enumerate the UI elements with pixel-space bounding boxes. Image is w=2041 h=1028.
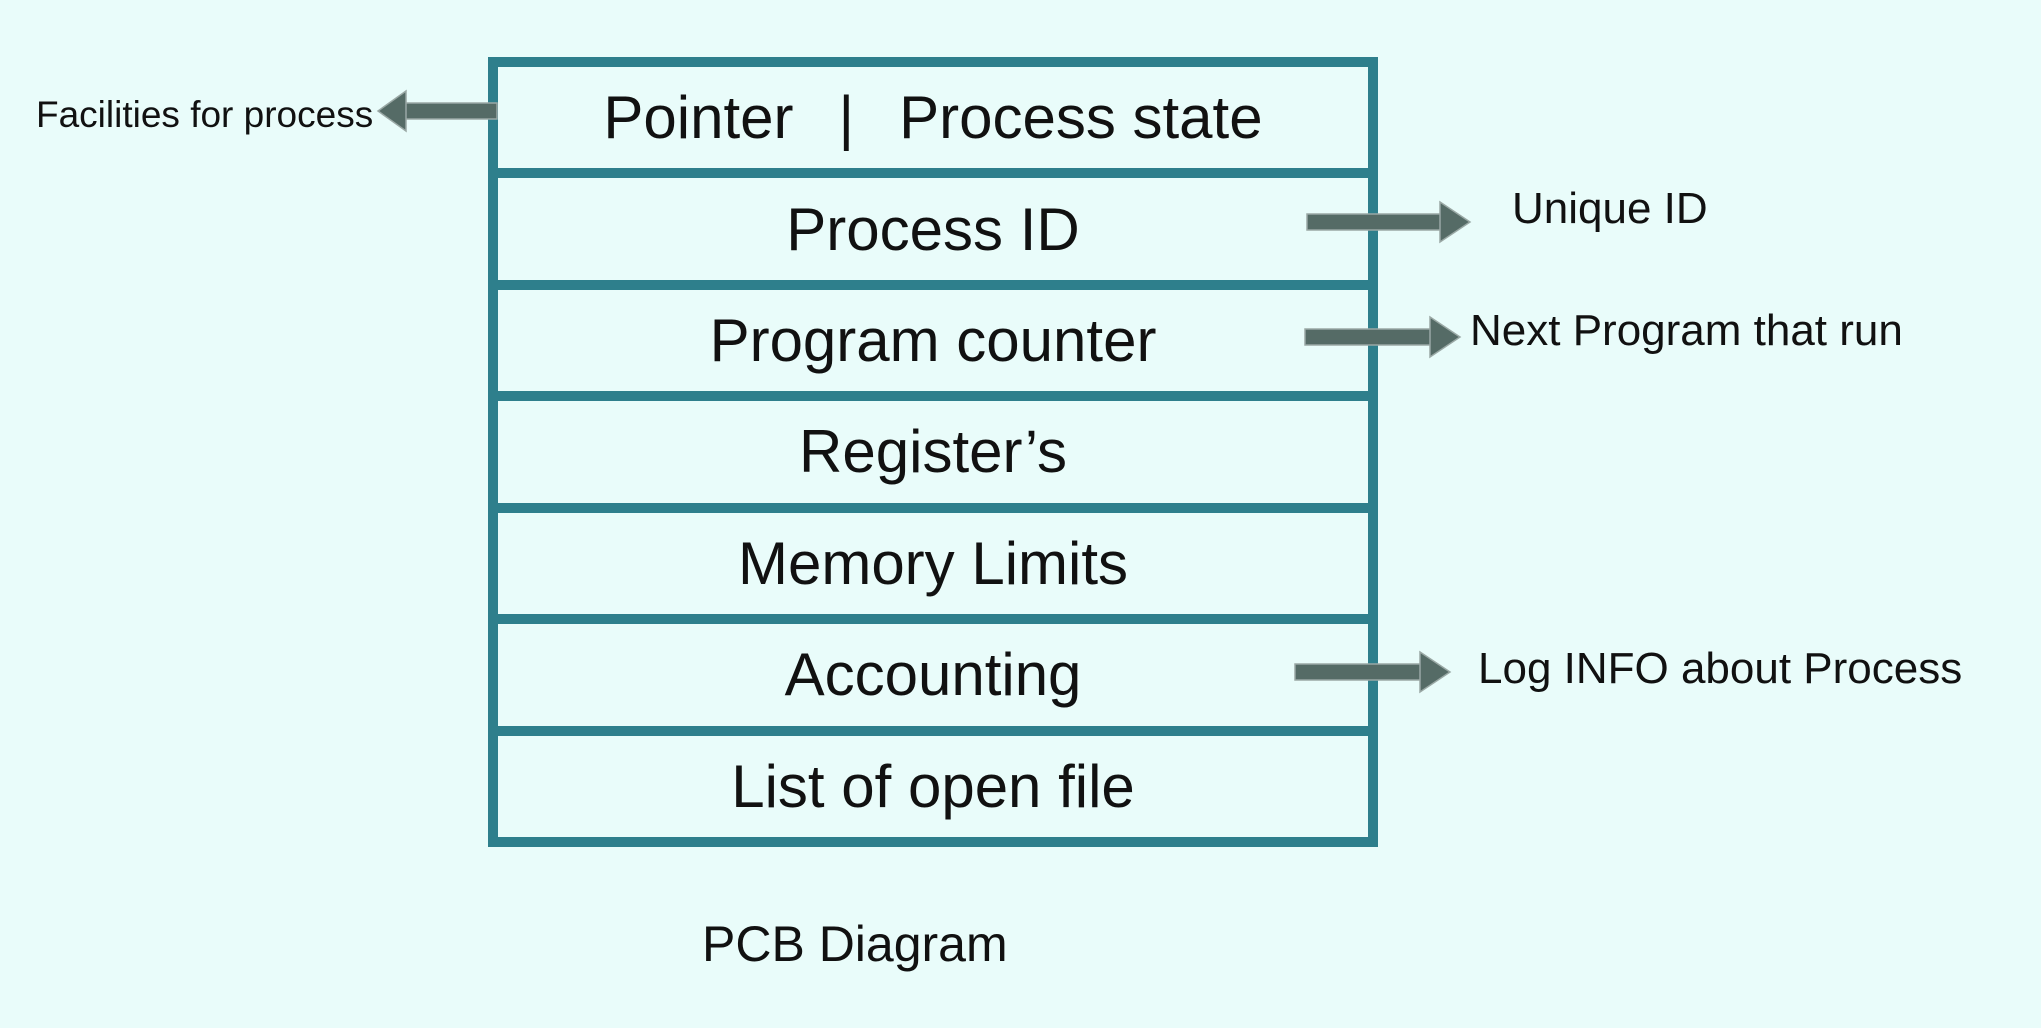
- pcb-row-program-counter: Program counter: [498, 290, 1368, 391]
- pcb-row-accounting: Accounting: [498, 624, 1368, 725]
- row-divider: [498, 279, 1368, 290]
- list-of-open-file-label: List of open file: [731, 752, 1135, 820]
- pcb-row-pointer-process-state: Pointer | Process state: [498, 67, 1368, 168]
- left-arrow-icon: [376, 89, 498, 133]
- pcb-box: Pointer | Process state Process ID Progr…: [488, 57, 1378, 847]
- row-divider: [498, 391, 1368, 402]
- unique-id-label: Unique ID: [1512, 184, 1708, 233]
- row-divider: [498, 725, 1368, 736]
- diagram-title: PCB Diagram: [702, 916, 1008, 972]
- pcb-row-list-open-file: List of open file: [498, 736, 1368, 837]
- pcb-row-registers: Register’s: [498, 401, 1368, 502]
- unique-id-arrow-icon: [1306, 200, 1472, 244]
- memory-limits-label: Memory Limits: [737, 529, 1129, 597]
- facilities-for-process-label: Facilities for process: [36, 94, 374, 135]
- program-counter-label: Program counter: [709, 307, 1157, 375]
- pointer-label: Pointer: [603, 84, 794, 152]
- accounting-label: Accounting: [784, 641, 1082, 709]
- next-program-label: Next Program that run: [1470, 306, 1903, 355]
- row-divider: [498, 502, 1368, 513]
- process-state-label: Process state: [899, 84, 1263, 152]
- log-info-label: Log INFO about Process: [1478, 644, 1963, 693]
- registers-label: Register’s: [799, 418, 1067, 486]
- process-id-label: Process ID: [786, 195, 1080, 263]
- row-divider: [498, 168, 1368, 179]
- log-info-arrow-icon: [1294, 650, 1452, 694]
- pcb-row-memory-limits: Memory Limits: [498, 513, 1368, 614]
- pcb-row-process-id: Process ID: [498, 178, 1368, 279]
- pipe-divider: |: [838, 84, 855, 152]
- row-divider: [498, 614, 1368, 625]
- next-program-arrow-icon: [1304, 315, 1462, 359]
